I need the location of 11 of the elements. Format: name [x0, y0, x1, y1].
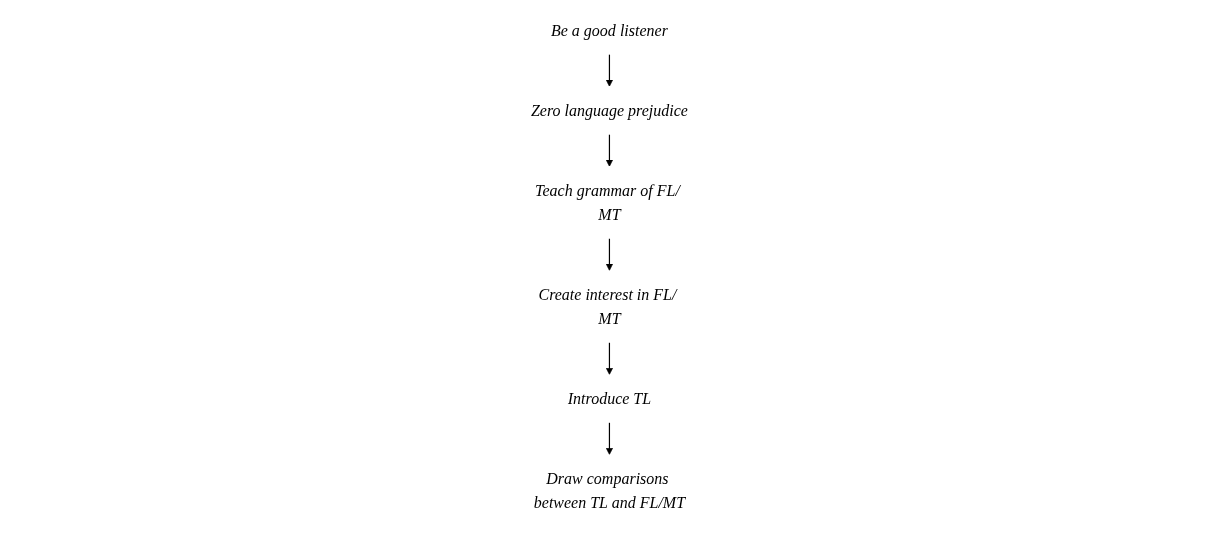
node-text: Be a good listener	[551, 21, 668, 40]
node-text: Zero language prejudice	[530, 101, 689, 120]
arrow	[606, 421, 613, 455]
arrow	[606, 237, 613, 271]
node-text: Introduce TL	[567, 389, 652, 408]
arrow	[606, 53, 613, 87]
node-text: Create interest in FL/ MT	[538, 285, 677, 328]
node-text: Draw comparisons between TL and FL/MT	[533, 469, 686, 512]
node-text: Teach grammar of FL/ MT	[535, 181, 680, 224]
arrow	[606, 341, 613, 375]
arrow	[606, 133, 613, 167]
